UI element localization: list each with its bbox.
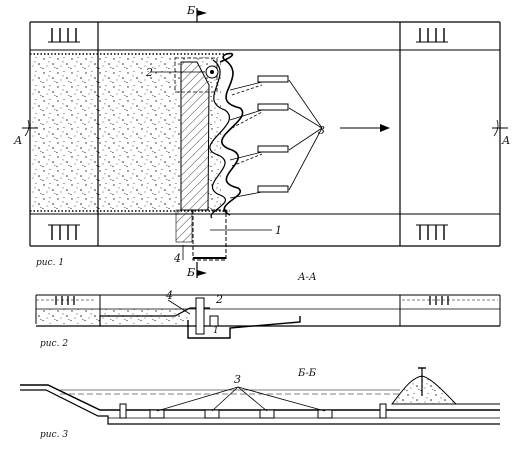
grating-top-right [416,28,448,43]
label-3: 3 [318,124,325,137]
label-3-fig3: 3 [234,373,241,386]
grating-bottom-left [48,224,80,240]
label-b-top: Б [186,4,195,17]
grating-top-left [48,28,80,43]
label-a-right: А [501,134,510,147]
outlet-pipes [229,75,289,199]
caption-fig3: рис. 3 [40,430,68,440]
figure-1-plan: Б Б А А 2 3 1 4 рис. 1 А-А [13,4,510,283]
wavy-weir [219,52,244,216]
caption-fig2: рис. 2 [40,339,68,349]
supports [119,403,387,419]
label-4-fig2: 4 [165,289,173,302]
label-2-fig2: 2 [215,293,223,306]
label-1-fig2: 1 [213,326,219,336]
figure-3-section-bb: 3 рис. 3 [20,367,500,440]
label-2: 2 [145,66,153,79]
label-4: 4 [173,252,181,265]
label-a-left: А [13,134,22,147]
label-b-bottom: Б [186,266,195,279]
section-label-bb: Б-Б [297,368,317,379]
figure-2-section-aa: 4 2 1 рис. 2 Б-Б [35,289,501,379]
label-1: 1 [275,224,282,237]
caption-fig1: рис. 1 [36,258,64,268]
section-label-aa: А-А [297,272,317,283]
grating-bottom-right [416,224,448,240]
